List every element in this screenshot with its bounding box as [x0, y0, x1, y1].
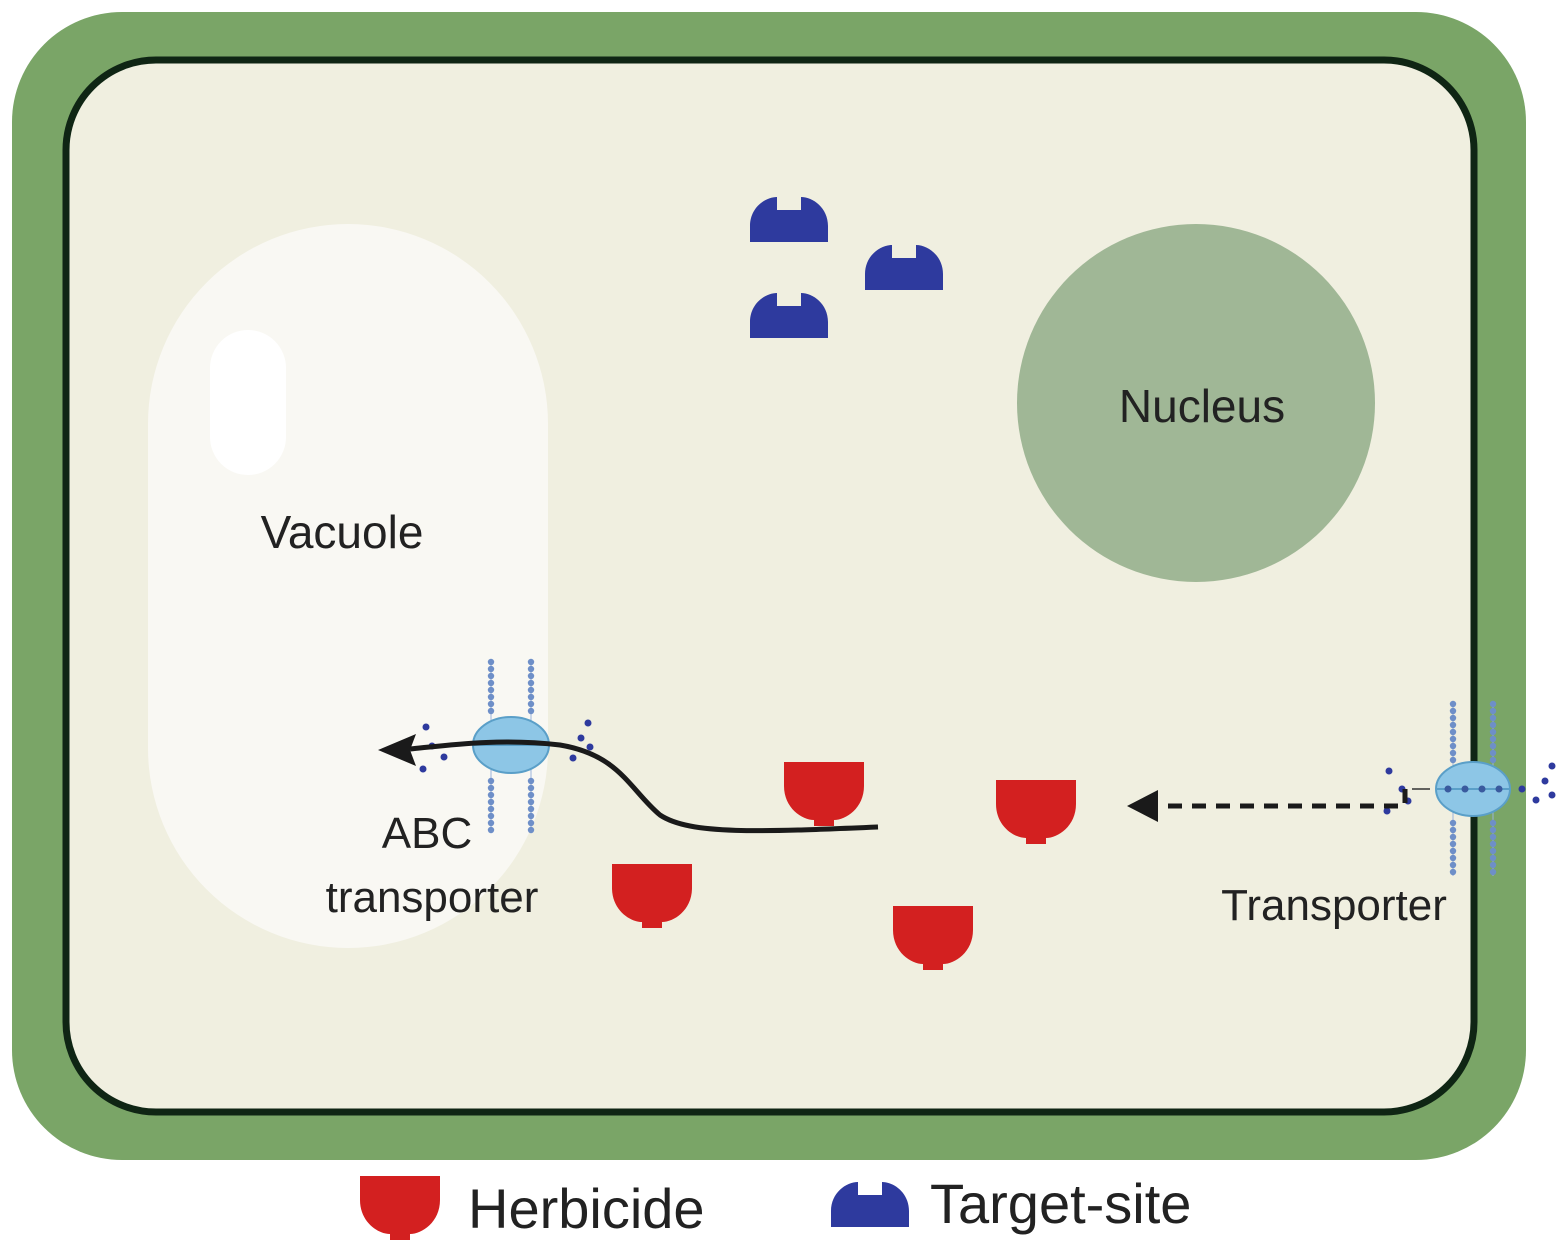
legend: Herbicide Target-site — [360, 1172, 1191, 1240]
vacuole — [148, 224, 548, 948]
nucleus — [1017, 224, 1375, 582]
legend-herbicide-icon — [360, 1176, 440, 1240]
legend-target-site-label: Target-site — [930, 1172, 1191, 1235]
sequestration-arrow — [409, 739, 879, 834]
abc-label-line2: transporter — [326, 873, 539, 922]
legend-herbicide-label: Herbicide — [468, 1177, 705, 1240]
uptake-arrow — [1160, 789, 1408, 809]
sequestration-arrowhead — [378, 734, 416, 766]
abc-label-line1: ABC — [382, 809, 472, 858]
legend-target-site-icon — [831, 1182, 909, 1227]
nucleus-label: Nucleus — [1119, 380, 1285, 432]
transporter-label: Transporter — [1221, 881, 1447, 930]
uptake-arrowhead — [1127, 790, 1158, 822]
membrane-transporter-icon — [1383, 700, 1556, 876]
vacuole-highlight — [210, 330, 286, 475]
vacuole-label: Vacuole — [261, 506, 424, 558]
abc-transporter-icon — [419, 658, 594, 834]
